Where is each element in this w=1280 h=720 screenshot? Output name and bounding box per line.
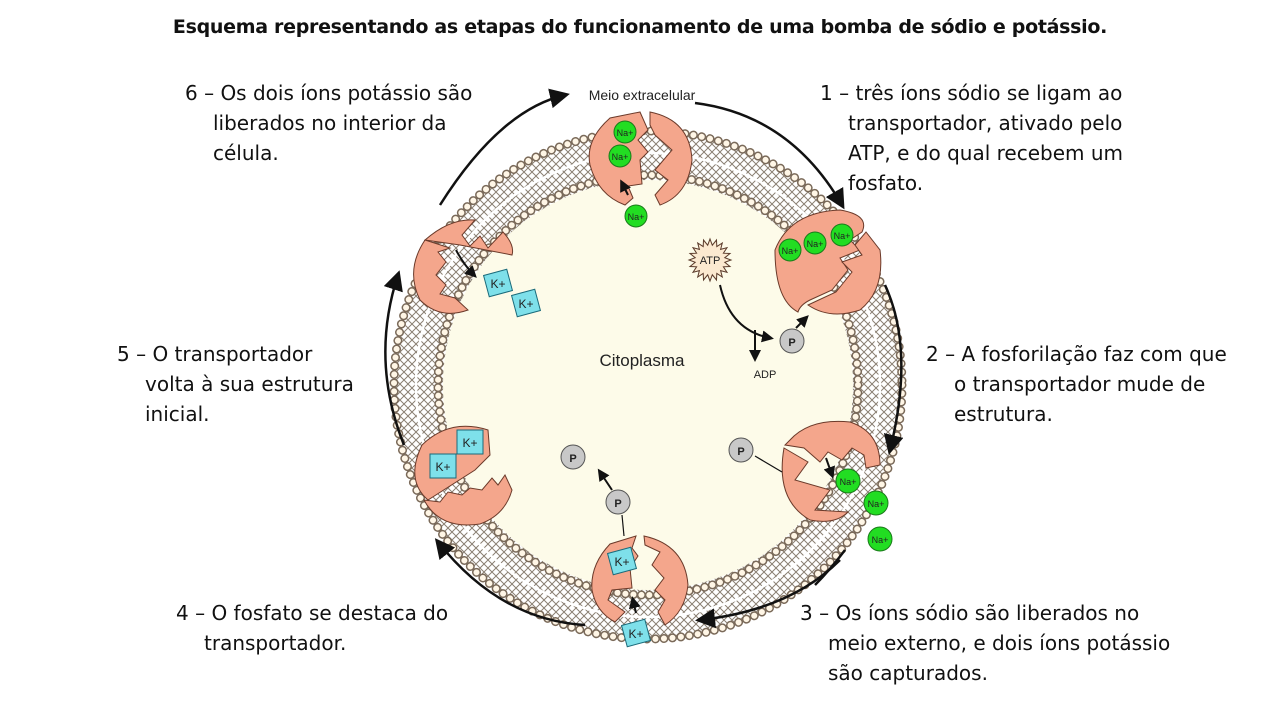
step-5-line: volta à sua estrutura — [145, 372, 354, 396]
svg-text:Na+: Na+ — [834, 231, 851, 241]
svg-text:Na+: Na+ — [868, 499, 885, 509]
svg-text:P: P — [614, 498, 621, 510]
cycle-arrow — [883, 284, 904, 455]
svg-text:P: P — [737, 446, 744, 458]
svg-text:ATP: ATP — [700, 255, 721, 267]
svg-text:Na+: Na+ — [840, 477, 857, 487]
svg-text:K+: K+ — [435, 460, 450, 474]
step-6-line: liberados no interior da — [213, 111, 447, 135]
sodium-ion: Na+ — [608, 144, 632, 168]
sodium-ion: Na+ — [863, 490, 889, 516]
step-6-line: 6 – Os dois íons potássio são — [185, 81, 473, 105]
svg-text:P: P — [569, 453, 576, 465]
step-2-line: o transportador mude de — [954, 372, 1206, 396]
cell-membrane — [389, 126, 907, 644]
step-3-line: 3 – Os íons sódio são liberados no — [800, 601, 1140, 625]
phosphate-group: P — [605, 489, 631, 515]
step-4-text: 4 – O fosfato se destaca do transportado… — [176, 598, 448, 658]
svg-text:Na+: Na+ — [782, 246, 799, 256]
potassium-ion: K+ — [606, 546, 638, 576]
sodium-ion: Na+ — [830, 223, 854, 247]
potassium-ion: K+ — [456, 429, 484, 455]
potassium-ion: K+ — [429, 453, 457, 479]
phosphate-release-arrow — [597, 468, 613, 491]
step-5-text: 5 – O transportador volta à sua estrutur… — [117, 339, 354, 429]
cycle-arrow — [438, 88, 570, 206]
svg-text:K+: K+ — [518, 297, 533, 311]
step-4-line: transportador. — [204, 631, 347, 655]
step-1-line: 1 – três íons sódio se ligam ao — [820, 81, 1123, 105]
sodium-ion: Na+ — [624, 204, 648, 228]
extracellular-label: Meio extracelular — [589, 87, 696, 103]
atp-molecule: ATP — [687, 237, 733, 283]
pump-upper-left — [413, 219, 514, 314]
cytoplasm — [443, 180, 853, 590]
step-5-line: 5 – O transportador — [117, 342, 313, 366]
step-6-line: célula. — [213, 141, 279, 165]
step-5-line: inicial. — [145, 402, 210, 426]
cycle-arrows — [383, 88, 904, 629]
step-4-line: 4 – O fosfato se destaca do — [176, 601, 449, 625]
potassium-ion: K+ — [482, 268, 514, 298]
step-1-line: ATP, e do qual recebem um — [848, 141, 1123, 165]
sodium-ion: Na+ — [803, 231, 827, 255]
step-3-line: são capturados. — [828, 661, 988, 685]
adp-label: ADP — [754, 369, 777, 381]
cycle-arrow — [694, 101, 845, 210]
step-2-text: 2 – A fosforilação faz com que o transpo… — [926, 339, 1227, 429]
sodium-ion: Na+ — [835, 468, 861, 494]
svg-text:P: P — [788, 337, 795, 349]
potassium-ion: K+ — [510, 288, 542, 318]
sodium-ion: Na+ — [867, 526, 893, 552]
svg-text:K+: K+ — [462, 436, 477, 450]
svg-text:Na+: Na+ — [872, 535, 889, 545]
step-1-text: 1 – três íons sódio se ligam ao transpor… — [820, 78, 1123, 198]
step-3-line: meio externo, e dois íons potássio — [828, 631, 1171, 655]
cycle-arrow — [814, 549, 846, 586]
step-1-line: fosfato. — [848, 171, 924, 195]
pump-right — [754, 420, 881, 522]
step-2-line: estrutura. — [954, 402, 1053, 426]
phosphate-group: P — [728, 437, 754, 463]
svg-text:K+: K+ — [490, 277, 505, 291]
cytoplasm-label: Citoplasma — [599, 351, 685, 370]
atp-arrow — [719, 284, 774, 343]
step-6-text: 6 – Os dois íons potássio são liberados … — [185, 78, 472, 168]
svg-text:Na+: Na+ — [628, 212, 645, 222]
svg-text:K+: K+ — [614, 555, 629, 569]
sodium-ion: Na+ — [613, 120, 637, 144]
phosphate-group: P — [779, 328, 805, 354]
phosphate-group: P — [560, 444, 586, 470]
potassium-ion: K+ — [620, 618, 652, 648]
svg-text:Na+: Na+ — [617, 128, 634, 138]
phosphate-arrow — [795, 315, 809, 329]
page-title: Esquema representando as etapas do funci… — [172, 16, 1108, 38]
svg-text:Na+: Na+ — [807, 239, 824, 249]
step-3-text: 3 – Os íons sódio são liberados no meio … — [800, 598, 1170, 688]
cycle-arrow — [383, 270, 406, 446]
sodium-ion: Na+ — [778, 238, 802, 262]
svg-text:Na+: Na+ — [612, 152, 629, 162]
cycle-arrow — [434, 538, 586, 627]
svg-text:K+: K+ — [628, 627, 643, 641]
step-1-line: transportador, ativado pelo — [848, 111, 1123, 135]
step-2-line: 2 – A fosforilação faz com que — [926, 342, 1227, 366]
